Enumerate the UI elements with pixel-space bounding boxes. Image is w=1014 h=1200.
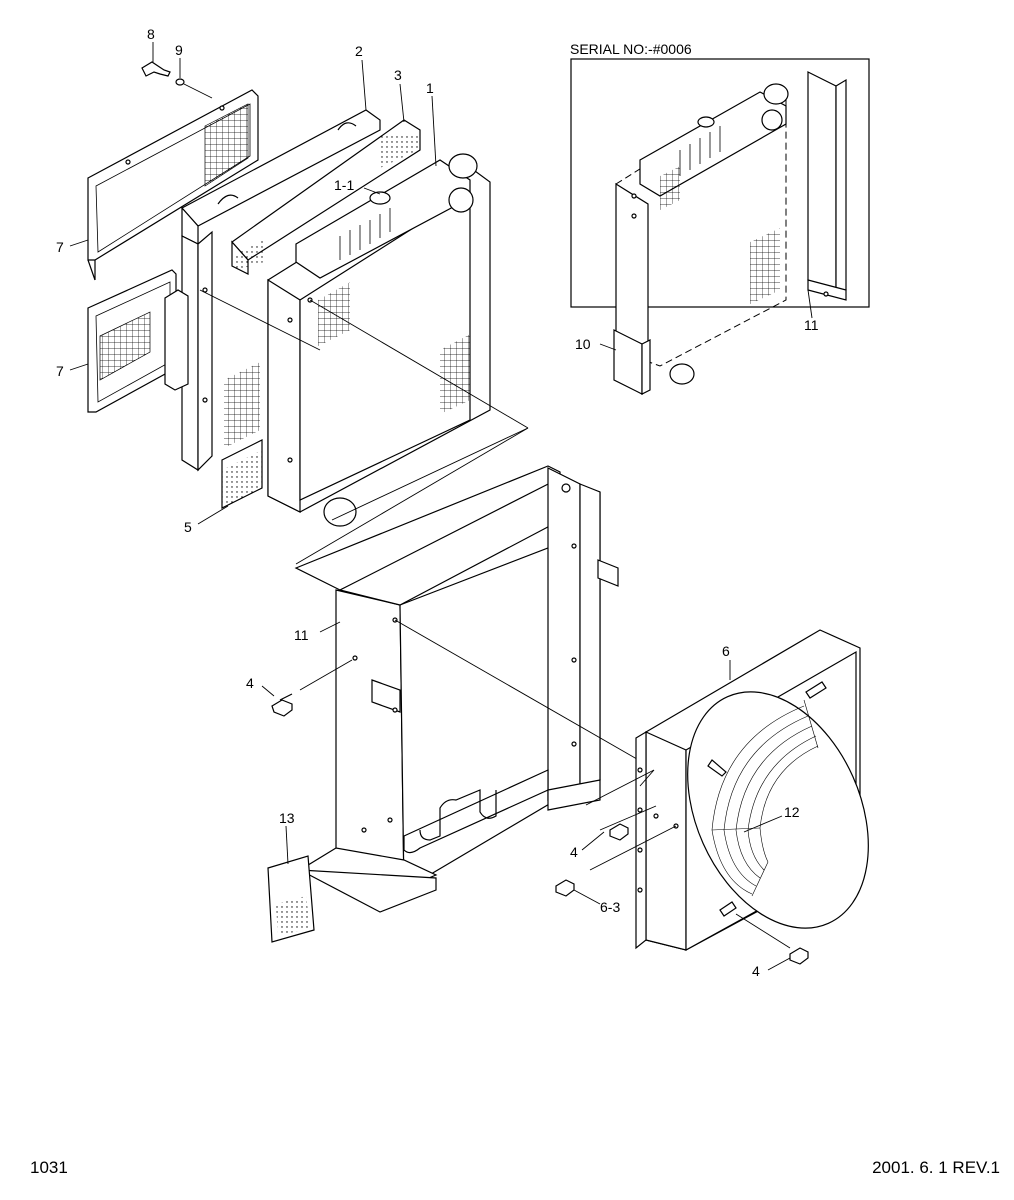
upper-screen-7: [87, 89, 259, 281]
callout-4-left: 4: [246, 675, 254, 691]
callout-5: 5: [184, 519, 192, 535]
callout-11-inset: 11: [804, 317, 819, 333]
callout-2: 2: [355, 43, 363, 59]
callout-1-1: 1-1: [334, 177, 354, 193]
top-cover-2: [164, 109, 381, 472]
serial-inset: [570, 58, 870, 395]
callout-8: 8: [147, 26, 155, 42]
callout-13: 13: [279, 810, 295, 826]
foam-pad-13: [267, 855, 315, 943]
bolt-4-right: [789, 947, 809, 965]
bolt-6-3: [555, 879, 575, 897]
callout-10: 10: [575, 336, 591, 352]
callout-11-frame: 11: [294, 627, 309, 643]
callout-1: 1: [426, 80, 434, 96]
callout-9: 9: [175, 42, 183, 58]
bolt-4-left: [271, 693, 293, 717]
callout-3: 3: [394, 67, 402, 83]
callout-4-center: 4: [570, 844, 578, 860]
bolt-4-center: [609, 823, 629, 841]
washer-9: [175, 78, 185, 86]
radiator-1: [267, 153, 491, 527]
callout-4-right: 4: [752, 963, 760, 979]
callout-6: 6: [722, 643, 730, 659]
callout-12: 12: [784, 804, 800, 820]
callout-6-3: 6-3: [600, 899, 620, 915]
fan-shroud-6: [635, 629, 869, 952]
callout-leaders: [69, 42, 813, 971]
support-frame-11: [294, 465, 619, 913]
lower-screen-7: [87, 269, 177, 413]
revision-date: 2001. 6. 1 REV.1: [872, 1158, 1000, 1177]
callout-7-lower: 7: [56, 363, 64, 379]
inset-title: SERIAL NO:-#0006: [570, 41, 692, 57]
seal-3: [231, 119, 421, 275]
seal-5: [221, 439, 263, 509]
page-number: 1031: [30, 1158, 68, 1177]
wing-bolt-8: [141, 61, 171, 77]
callout-7-upper: 7: [56, 239, 64, 255]
